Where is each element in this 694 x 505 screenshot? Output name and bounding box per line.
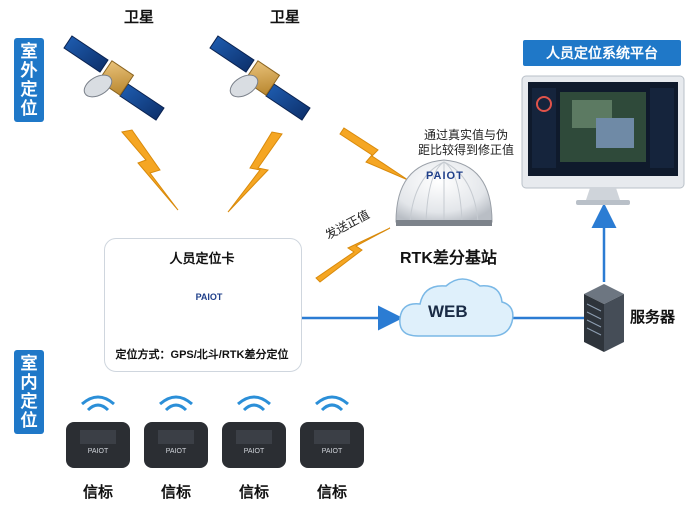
outdoor-tag-char: 外 — [20, 61, 38, 80]
indoor-tag-char: 定 — [20, 392, 38, 411]
beacon-label: 信标 — [238, 484, 269, 501]
correction-note-line: 距比较得到修正值 — [417, 143, 514, 157]
correction-note-line: 通过真实值与伪 — [423, 128, 508, 142]
beacon-brand: PAIOT — [87, 448, 109, 455]
beacon-label: 信标 — [160, 484, 191, 501]
satellite-label: 卫星 — [124, 9, 155, 26]
outdoor-positioning-tag: 室 外 定 位 — [14, 38, 44, 122]
positioning-card-panel — [104, 238, 302, 372]
beacon-device-icon — [144, 395, 208, 468]
beacon-brand: PAIOT — [321, 448, 343, 455]
outdoor-tag-char: 位 — [20, 99, 38, 118]
signal-lightning-icon — [121, 129, 179, 211]
signal-lightning-icon — [227, 131, 283, 213]
satellite-label: 卫星 — [270, 9, 301, 26]
beacon-label: 信标 — [82, 484, 113, 501]
correction-note: 通过真实值与伪 距比较得到修正值 — [398, 128, 534, 158]
web-label: WEB — [428, 302, 468, 321]
web-cloud-icon — [399, 278, 514, 337]
rtk-base-station-icon — [395, 159, 493, 226]
server-icon — [584, 284, 624, 352]
signal-lightning-icon — [339, 127, 409, 181]
outdoor-tag-char: 室 — [20, 42, 38, 61]
beacon-brand: PAIOT — [243, 448, 265, 455]
beacon-device-icon — [66, 395, 130, 468]
card-brand: PAIOT — [195, 292, 223, 302]
server-label: 服务器 — [630, 309, 676, 326]
beacon-label: 信标 — [316, 484, 347, 501]
satellite-icon — [209, 35, 311, 121]
rtk-base-station-label: RTK差分基站 — [400, 250, 497, 267]
beacon-device-icon — [222, 395, 286, 468]
indoor-tag-char: 室 — [20, 354, 38, 373]
positioning-mode-text: 定位方式：GPS/北斗/RTK差分定位 — [115, 349, 289, 361]
satellite-icon — [63, 35, 165, 121]
indoor-positioning-tag: 室 内 定 位 — [14, 350, 44, 434]
beacon-device-icon — [300, 395, 364, 468]
outdoor-tag-char: 定 — [20, 80, 38, 99]
platform-title: 人员定位系统平台 — [523, 40, 681, 66]
base-station-brand: PAIOT — [426, 170, 464, 182]
signal-lightning-icon — [315, 227, 391, 283]
indoor-tag-char: 内 — [20, 373, 38, 392]
beacon-brand: PAIOT — [165, 448, 187, 455]
indoor-tag-char: 位 — [20, 411, 38, 430]
platform-monitor-icon — [521, 75, 685, 205]
card-title: 人员定位卡 — [169, 251, 235, 266]
